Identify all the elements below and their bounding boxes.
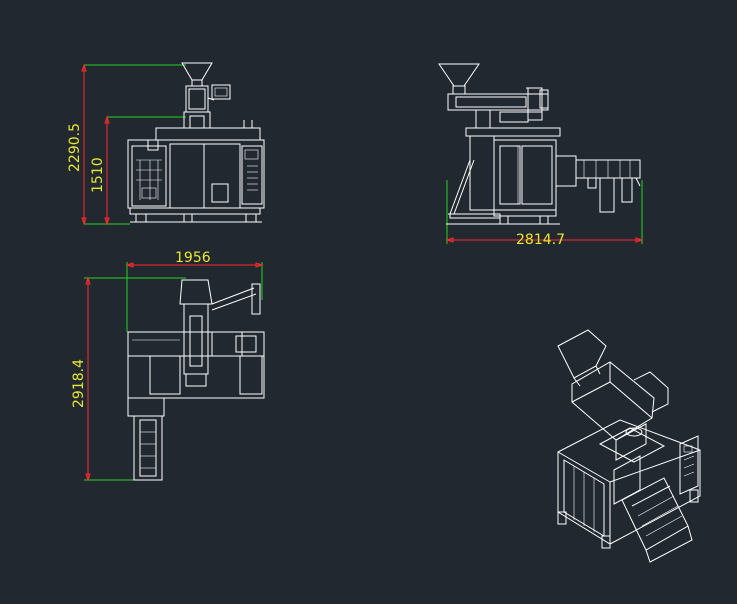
front-view: 2290.5 1510 xyxy=(67,62,265,226)
front-machine-body xyxy=(127,120,265,223)
front-hopper xyxy=(181,62,231,129)
top-width-label: 1956 xyxy=(175,250,211,266)
side-view: 2814.7 xyxy=(438,63,644,248)
front-body-height-label: 1510 xyxy=(90,157,106,193)
side-machine-body xyxy=(446,127,641,225)
front-dimension-lines xyxy=(81,63,186,226)
side-dimension-lines xyxy=(445,180,644,244)
side-hopper xyxy=(438,63,549,128)
front-total-height-label: 2290.5 xyxy=(67,123,83,172)
top-dimension-lines xyxy=(84,262,264,482)
side-total-length-label: 2814.7 xyxy=(516,232,565,248)
isometric-view xyxy=(557,329,701,563)
top-depth-label: 2918.4 xyxy=(71,359,87,408)
top-view: 1956 2918.4 xyxy=(71,250,265,482)
top-machine-outline xyxy=(127,279,265,481)
